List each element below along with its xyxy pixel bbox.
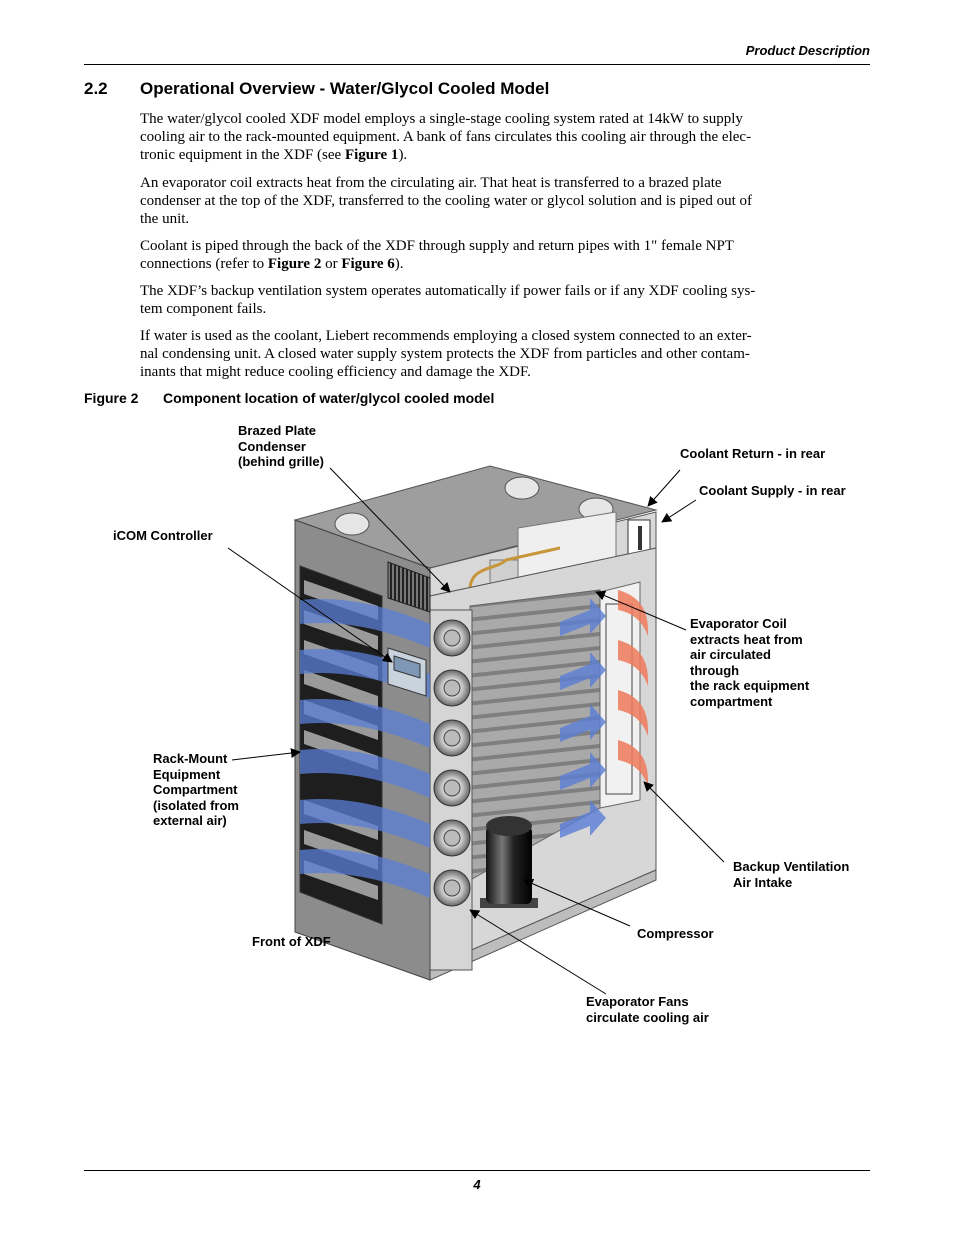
paragraph-3: Coolant is piped through the back of the…	[140, 237, 870, 273]
icom-controller	[387, 647, 427, 697]
coil-inner-frame	[605, 603, 633, 795]
running-header: Product Description	[745, 43, 870, 58]
figure-caption: Figure 2 Component location of water/glyc…	[84, 390, 494, 406]
text-run: ).	[394, 256, 404, 272]
leader-coolant-return	[647, 469, 681, 507]
label-compressor: Compressor	[637, 926, 714, 941]
cabinet-front	[294, 519, 431, 981]
evaporator-fans	[433, 619, 471, 907]
fan-panel	[429, 609, 473, 971]
text-run: nal condensing unit. A closed water supp…	[140, 346, 750, 362]
rack-equipment	[304, 580, 378, 900]
condenser-grille	[387, 561, 431, 613]
compressor-body	[486, 826, 532, 904]
label-backup-ventilation: Backup Ventilation Air Intake	[733, 859, 850, 890]
label-brazed-plate-condenser: Brazed Plate Condenser (behind grille)	[238, 423, 324, 469]
text-run: ).	[398, 147, 408, 163]
figure-caption-text: Component location of water/glycol coole…	[163, 390, 495, 406]
text-run: cooling air to the rack-mounted equipmen…	[140, 129, 752, 145]
paragraph-1: The water/glycol cooled XDF model employ…	[140, 110, 870, 164]
refrigerant-pipe	[468, 546, 561, 591]
interior-back	[429, 547, 657, 969]
text-run: tronic equipment in the XDF (see	[140, 147, 345, 163]
leader-compressor	[523, 878, 631, 927]
paragraph-2: An evaporator coil extracts heat from th…	[140, 174, 870, 228]
rear-connection	[638, 526, 642, 550]
paragraph-5: If water is used as the coolant, Liebert…	[140, 327, 870, 381]
icom-display	[393, 655, 421, 679]
leader-rack-mount	[231, 748, 301, 761]
evaporator-coil-panel	[469, 589, 601, 881]
heat-bands	[618, 590, 648, 786]
label-evaporator-coil: Evaporator Coil extracts heat from air c…	[690, 616, 810, 709]
top-vent-1	[334, 512, 370, 536]
rack-airflow	[300, 599, 430, 898]
figure-number: Figure 2	[84, 390, 139, 406]
text-run: condenser at the top of the XDF, transfe…	[140, 193, 752, 209]
label-coolant-return: Coolant Return - in rear	[680, 446, 826, 461]
top-vent-3	[578, 497, 614, 521]
coil-frame	[599, 581, 641, 809]
figure-reference: Figure 1	[344, 147, 399, 163]
paragraph-4: The XDF’s backup ventilation system oper…	[140, 282, 870, 318]
text-run: the unit.	[140, 211, 190, 227]
text-run: Coolant is piped through the back of the…	[140, 238, 734, 254]
text-run: tem component fails.	[140, 301, 267, 317]
leader-lines	[227, 467, 725, 995]
leader-backup-vent	[643, 781, 725, 863]
cabinet-top	[293, 465, 658, 569]
cabinet-floor	[429, 869, 657, 981]
rear-connection-box	[627, 519, 651, 557]
top-vent-2	[504, 476, 540, 500]
text-run: inants that might reduce cooling efficie…	[140, 364, 531, 380]
rack-compartment	[299, 565, 383, 925]
compressor-base	[480, 898, 538, 908]
page-number: 4	[473, 1177, 481, 1192]
label-icom-controller: iCOM Controller	[113, 528, 213, 543]
figure-reference: Figure 6	[341, 256, 395, 272]
leader-evap-fans	[469, 909, 607, 995]
text-run: or	[321, 256, 342, 272]
label-evaporator-fans: Evaporator Fans circulate cooling air	[586, 994, 709, 1025]
condenser-compartment	[429, 511, 657, 597]
section-title: Operational Overview - Water/Glycol Cool…	[140, 79, 550, 98]
label-coolant-supply: Coolant Supply - in rear	[699, 483, 846, 498]
compressor-dome	[486, 816, 532, 836]
cooling-air-arrows	[560, 598, 606, 838]
header-rule	[84, 64, 870, 65]
leader-icom	[227, 547, 393, 663]
text-run: connections (refer to	[140, 256, 268, 272]
figure-reference: Figure 2	[267, 256, 322, 272]
label-rack-mount-compartment: Rack-Mount Equipment Compartment (isolat…	[153, 751, 239, 828]
leader-brazed-plate	[329, 467, 451, 593]
leader-evap-coil	[595, 590, 687, 631]
label-front-of-xdf: Front of XDF	[252, 934, 331, 949]
condenser-box	[517, 511, 617, 579]
text-run: If water is used as the coolant, Liebert…	[140, 328, 752, 344]
leader-coolant-supply	[661, 499, 697, 523]
text-run: The water/glycol cooled XDF model employ…	[140, 111, 743, 127]
section-number: 2.2	[84, 79, 108, 98]
footer-rule	[84, 1170, 870, 1171]
condenser-tank	[489, 559, 519, 587]
text-run: The XDF’s backup ventilation system oper…	[140, 283, 756, 299]
text-run: An evaporator coil extracts heat from th…	[140, 175, 722, 191]
